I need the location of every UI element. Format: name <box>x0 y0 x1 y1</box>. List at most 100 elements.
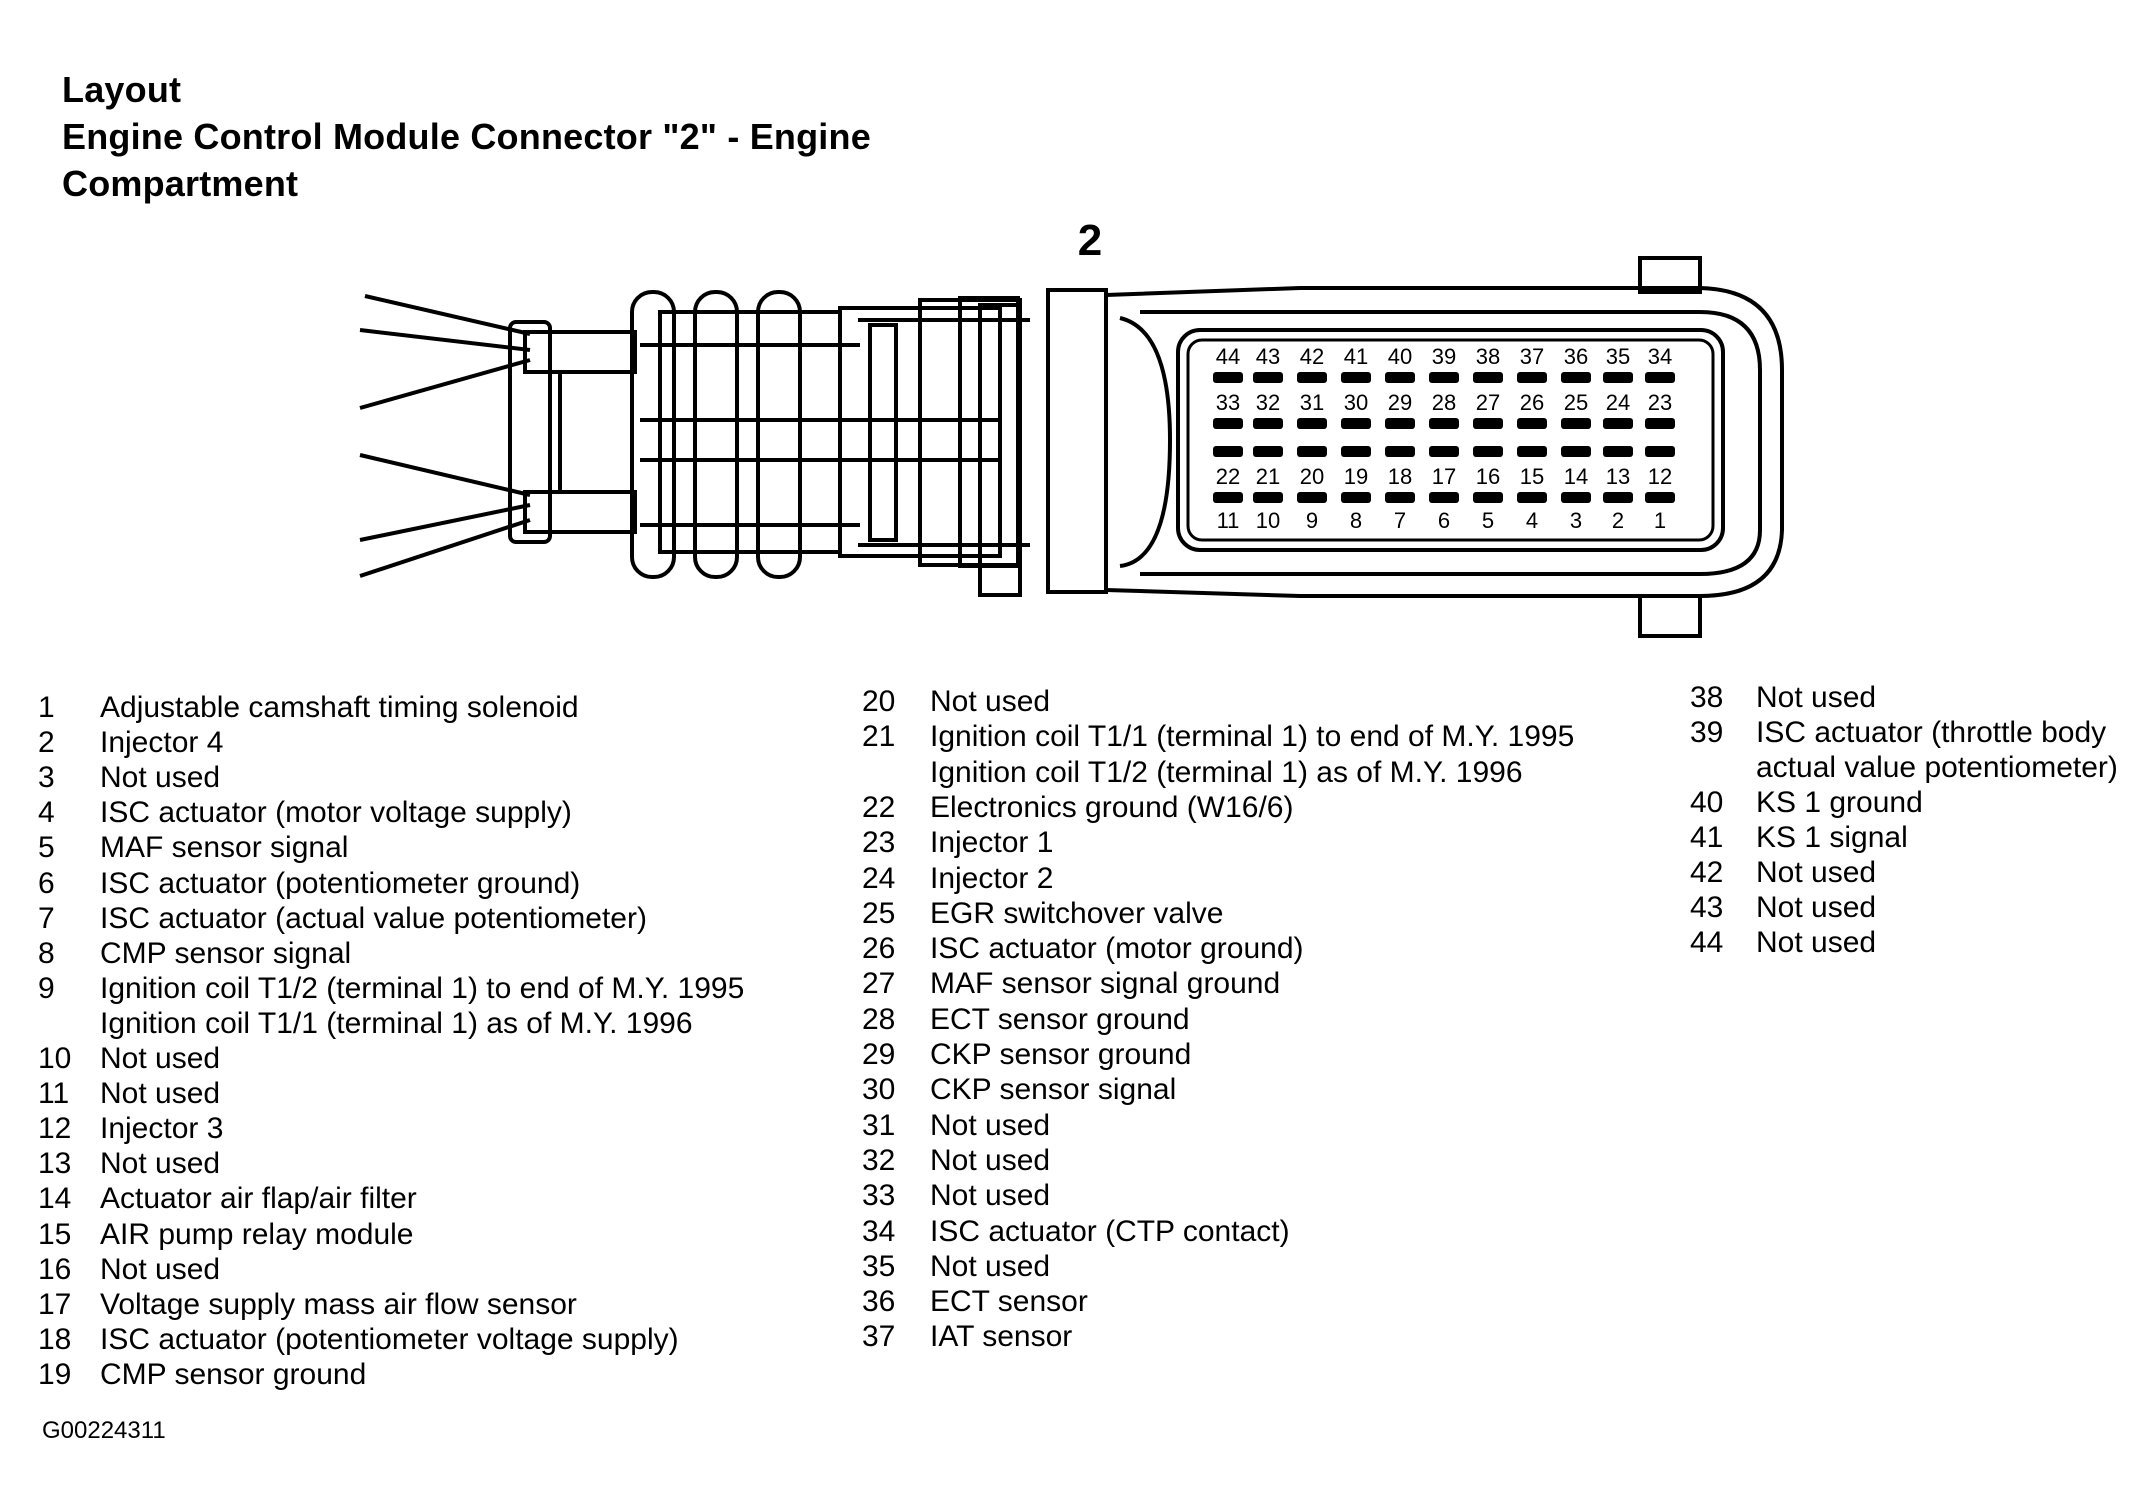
pin-number: 25 <box>1564 390 1588 415</box>
pin-number: 30 <box>1344 390 1368 415</box>
legend-pin-number: 42 <box>1690 856 1724 889</box>
legend-description: Not used <box>100 761 221 795</box>
pin-number: 44 <box>1216 344 1240 369</box>
legend-description: ISC actuator (motor voltage supply) <box>100 796 572 830</box>
legend-description: KS 1 ground <box>1756 786 1923 819</box>
pin-slot <box>1561 492 1591 503</box>
pin-number: 23 <box>1648 390 1672 415</box>
pin-number: 34 <box>1648 344 1672 369</box>
pin-number: 18 <box>1388 464 1412 489</box>
pin-slot <box>1213 418 1243 429</box>
legend-pin-number: 43 <box>1690 891 1724 924</box>
pin-number: 19 <box>1344 464 1368 489</box>
pin-number: 17 <box>1432 464 1456 489</box>
pin-number: 24 <box>1606 390 1630 415</box>
title-line-1: Layout <box>62 69 182 110</box>
legend-description: Not used <box>930 1249 1051 1283</box>
legend-pin-number: 30 <box>862 1073 896 1107</box>
pin-number: 4 <box>1526 508 1538 533</box>
legend-description: Not used <box>930 1108 1051 1142</box>
legend-entry: 10 Not used <box>38 1041 858 1076</box>
legend-entry: 12 Injector 3 <box>38 1111 858 1146</box>
legend-description: Ignition coil T1/1 (terminal 1) as of M.… <box>100 1006 693 1040</box>
legend-description: Not used <box>100 1252 221 1286</box>
legend-pin-number: 18 <box>38 1322 72 1356</box>
legend-description: IAT sensor <box>930 1320 1073 1354</box>
legend-description: ISC actuator (actual value potentiometer… <box>100 901 647 935</box>
legend-pin-number: 20 <box>862 685 896 718</box>
pin-slot <box>1213 446 1243 457</box>
pin-slot <box>1517 492 1547 503</box>
legend-pin-number: 1 <box>38 691 55 724</box>
legend-description: Actuator air flap/air filter <box>100 1182 417 1216</box>
legend-entry: 3 Not used <box>38 760 858 795</box>
pin-slot <box>1603 492 1633 503</box>
legend-description: Not used <box>930 685 1051 718</box>
legend-description: Injector 3 <box>100 1112 224 1146</box>
legend-entry: 11 Not used <box>38 1076 858 1111</box>
legend-pin-number: 2 <box>38 726 55 760</box>
pin-slot <box>1473 372 1503 383</box>
legend-description: Not used <box>100 1077 221 1111</box>
legend-pin-number: 33 <box>862 1179 896 1213</box>
legend-description: actual value potentiometer) <box>1756 751 2118 784</box>
legend-description: Electronics ground (W16/6) <box>930 790 1294 824</box>
pin-slot <box>1429 492 1459 503</box>
legend-pin-number: 21 <box>862 720 896 754</box>
legend-pin-number: 17 <box>38 1287 72 1321</box>
wire-bundle <box>359 294 531 578</box>
pin-slot <box>1429 418 1459 429</box>
pin-number: 12 <box>1648 464 1672 489</box>
legend-description: Not used <box>930 1143 1051 1177</box>
legend-pin-number: 27 <box>862 967 896 1001</box>
pin-number: 6 <box>1438 508 1450 533</box>
pin-number: 7 <box>1394 508 1406 533</box>
pin-number: 22 <box>1216 464 1240 489</box>
pin-number: 15 <box>1520 464 1544 489</box>
legend-pin-number: 3 <box>38 761 55 795</box>
legend-description: MAF sensor signal ground <box>930 967 1281 1001</box>
legend-entry: 32 Not used <box>862 1143 1682 1178</box>
legend-pin-number: 14 <box>38 1182 72 1216</box>
pin-slot <box>1385 372 1415 383</box>
pin-number: 16 <box>1476 464 1500 489</box>
pin-slot <box>1253 446 1283 457</box>
legend-description: MAF sensor signal <box>100 831 349 865</box>
legend-description: Injector 2 <box>930 861 1054 895</box>
legend-description: ISC actuator (motor ground) <box>930 932 1304 966</box>
sleeve <box>838 296 1030 597</box>
legend-pin-number: 8 <box>38 936 55 970</box>
pin-slot <box>1603 372 1633 383</box>
legend-description: ECT sensor <box>930 1285 1088 1319</box>
pin-number: 14 <box>1564 464 1588 489</box>
legend-pin-number: 10 <box>38 1042 72 1075</box>
legend-pin-number: 12 <box>38 1112 72 1146</box>
legend-pin-number: 32 <box>862 1143 896 1177</box>
pin-number: 29 <box>1388 390 1412 415</box>
legend-pin-number: 15 <box>38 1217 72 1251</box>
legend-pin-number: 11 <box>38 1077 70 1111</box>
legend-description: Not used <box>100 1042 221 1075</box>
title-line-3: Compartment <box>62 163 299 204</box>
legend-pin-number: 28 <box>862 1002 896 1036</box>
pin-slot <box>1213 372 1243 383</box>
pin-slot <box>1253 372 1283 383</box>
